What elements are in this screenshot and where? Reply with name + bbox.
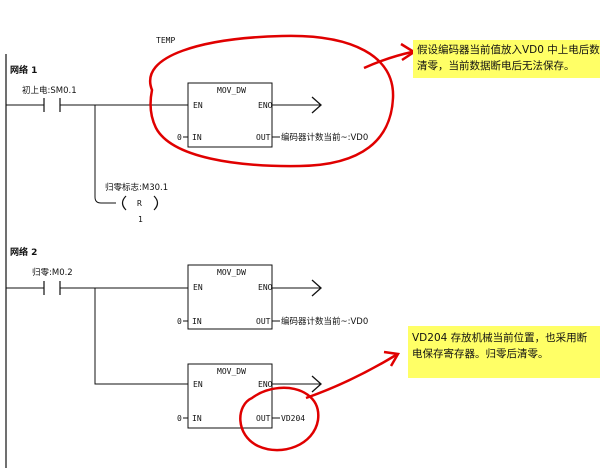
network-2-contact-label: 归零:M0.2: [32, 267, 73, 278]
note-2-line-2: 电保存寄存器。归零后清零。: [412, 348, 549, 360]
arrow-icon: [311, 96, 322, 114]
branch-wire: [94, 288, 188, 385]
out-label: 编码器计数当前~:VD0: [281, 316, 368, 327]
contact-sm0-1[interactable]: [43, 98, 61, 112]
mov-dw-block-2[interactable]: MOV_DW EN ENO IN OUT: [187, 264, 273, 330]
mov-dw-block-1[interactable]: MOV_DW EN ENO IN OUT: [187, 82, 273, 148]
network-1-title: 网络 1: [10, 64, 37, 76]
block-title: MOV_DW: [217, 367, 246, 376]
pin-en: EN: [193, 380, 203, 389]
coil-label: 归零标志:M30.1: [105, 182, 168, 193]
contact-m0-2[interactable]: [43, 281, 61, 295]
block-title: MOV_DW: [217, 86, 246, 95]
network-1-contact-label: 初上电:SM0.1: [22, 85, 77, 96]
annotation-arrow: [363, 50, 413, 70]
coil-letter: R: [137, 199, 142, 208]
pin-out: OUT: [256, 133, 271, 142]
reset-coil-m30-1[interactable]: R: [121, 195, 159, 211]
annotation-arrow: [305, 353, 397, 400]
pin-eno: ENO: [258, 380, 273, 389]
arrow-icon: [311, 279, 322, 297]
note-2-line-1: VD204 存放机械当前位置，也采用断: [412, 332, 588, 344]
annotation-note-2: VD204 存放机械当前位置，也采用断 电保存寄存器。归零后清零。: [408, 326, 600, 378]
network-2-title: 网络 2: [10, 246, 37, 258]
arrow-icon: [311, 375, 322, 393]
pin-en: EN: [193, 101, 203, 110]
arrow-icon: [383, 350, 401, 367]
pin-en: EN: [193, 283, 203, 292]
annotation-circle: [239, 386, 320, 452]
pin-out: OUT: [256, 414, 271, 423]
branch-wire: [94, 105, 116, 204]
mov-dw-block-3[interactable]: MOV_DW EN ENO IN OUT: [187, 363, 273, 429]
pin-eno: ENO: [258, 101, 273, 110]
in-value: 0: [177, 317, 182, 326]
annotation-note-1: 假设编码器当前值放入VD0 中上电后数 清零，当前数据断电后无法保存。: [413, 40, 600, 78]
out-label: 编码器计数当前~:VD0: [281, 132, 368, 143]
pin-eno: ENO: [258, 283, 273, 292]
block-title: MOV_DW: [217, 268, 246, 277]
note-1-line-1: 假设编码器当前值放入VD0 中上电后数: [417, 44, 600, 56]
note-1-line-2: 清零，当前数据断电后无法保存。: [417, 60, 575, 72]
out-label: VD204: [281, 414, 305, 423]
pin-in: IN: [192, 414, 202, 423]
coil-count: 1: [138, 215, 143, 224]
in-value: 0: [177, 414, 182, 423]
pin-in: IN: [192, 317, 202, 326]
pin-out: OUT: [256, 317, 271, 326]
in-value: 0: [177, 133, 182, 142]
network-2[interactable]: 网络 2 归零:M0.2 MOV_DW EN ENO IN OUT 0 编码器计…: [6, 246, 401, 452]
annotation-circle: [148, 34, 395, 168]
pin-in: IN: [192, 133, 202, 142]
temp-label: TEMP: [156, 36, 175, 45]
network-1[interactable]: 网络 1 初上电:SM0.1 MOV_DW EN ENO IN OUT 0 编码…: [6, 34, 417, 224]
